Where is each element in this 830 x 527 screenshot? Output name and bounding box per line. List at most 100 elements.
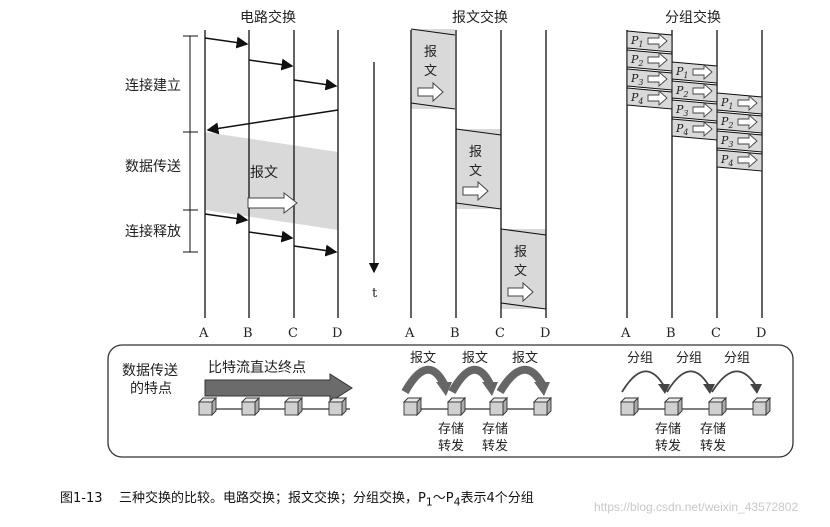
- caption-sub1: 1: [425, 495, 433, 509]
- packet-cell: P3: [671, 99, 718, 122]
- message-block-c-char1: 报: [514, 245, 527, 260]
- bitstream-arrow-icon: [204, 373, 353, 403]
- message-block-c-bottom: [500, 302, 547, 310]
- phase-release-label: 连接释放: [125, 223, 181, 240]
- packet-hop-label-3: 分组: [724, 351, 750, 366]
- packet-forward-label-b: 转发: [655, 438, 681, 454]
- phase-setup-label: 连接建立: [125, 77, 181, 94]
- figure-caption: 图1-13 三种交换的比较。电路交换；报文交换；分组交换，P1～P4表示4个分组: [60, 487, 534, 509]
- node-cube-icon: [663, 396, 684, 417]
- packet-cell: P1: [671, 61, 718, 84]
- node-cube-icon: [488, 396, 509, 417]
- node-cube-icon: [327, 396, 348, 417]
- packet-forward-label-c: 转发: [700, 438, 726, 454]
- caption-sub4: 4: [453, 495, 461, 509]
- packet-store-label-b: 存储: [655, 422, 681, 437]
- message-hop-arc: [496, 365, 546, 395]
- packet-cell: P4: [626, 87, 673, 110]
- circuit-feature-desc: 比特流直达终点: [208, 359, 306, 376]
- message-hop-arc: [448, 365, 494, 394]
- message-block-c-top: [500, 228, 547, 236]
- packet-arrow-icon: [692, 102, 713, 118]
- message-panel: 报 文 报 文 报 文: [410, 28, 547, 318]
- message-hop-label-2: 报文: [462, 351, 488, 366]
- packet-node-label-c: C: [711, 326, 721, 341]
- packet-node-label-b: B: [666, 326, 676, 341]
- packet-arrow-icon: [647, 71, 668, 87]
- packet-cell: P4: [716, 149, 763, 172]
- message-block-b-char2: 文: [469, 164, 482, 179]
- message-arrow-icon-c: [507, 281, 534, 303]
- packet-cell: P3: [716, 130, 763, 153]
- message-block-c-char2: 文: [514, 264, 527, 279]
- node-cube-icon: [197, 396, 218, 417]
- packet-hop-label-2: 分组: [676, 351, 702, 366]
- packet-arrow-icon: [737, 133, 758, 149]
- packet-arrow-icon: [692, 64, 713, 80]
- packet-hop-arc: [711, 370, 757, 393]
- caption-tilde: ～P: [432, 491, 454, 506]
- setup-arrow-cd: [293, 78, 338, 91]
- features-title-line2: 的特点: [130, 381, 172, 397]
- message-block-a-top: [410, 28, 456, 36]
- node-cube-icon: [446, 396, 467, 417]
- node-cube-icon: [240, 396, 261, 417]
- release-arrow-bc: [248, 230, 294, 243]
- message-hop-label-3: 报文: [512, 351, 538, 366]
- message-node-label-a: A: [404, 326, 415, 341]
- message-store-label-c: 存储: [482, 422, 508, 437]
- message-node-label-b: B: [450, 326, 460, 341]
- circuit-node-label-d: D: [332, 326, 342, 341]
- message-block-a-char2: 文: [424, 64, 437, 79]
- packet-hop-arc: [621, 370, 665, 393]
- message-hop-arrowhead: [534, 382, 550, 396]
- packet-hop-arrowhead: [750, 384, 762, 394]
- packet-arrow-icon: [647, 52, 668, 68]
- features-title-line1: 数据传送: [122, 363, 178, 379]
- message-forward-label-c: 转发: [482, 438, 508, 454]
- message-node-label-d: D: [540, 326, 550, 341]
- node-cube-icon: [283, 396, 304, 417]
- message-block-b-bottom: [455, 202, 502, 210]
- message-hop-arrowhead: [436, 382, 452, 396]
- node-cube-icon: [402, 396, 423, 417]
- packet-cell: P1: [626, 30, 673, 53]
- node-cube-icon: [707, 396, 728, 417]
- circuit-switching-title: 电路交换: [240, 9, 296, 26]
- packet-store-label-c: 存储: [700, 422, 726, 437]
- packet-switching-title: 分组交换: [665, 9, 721, 26]
- message-block-b-char1: 报: [469, 145, 482, 160]
- packet-hop-arrowhead: [703, 384, 715, 394]
- message-node-label-c: C: [495, 326, 505, 341]
- circuit-data-region: [205, 132, 338, 230]
- packet-node-label-a: A: [620, 326, 631, 341]
- message-block-b-top: [455, 128, 502, 136]
- phase-transfer-label: 数据传送: [125, 159, 181, 175]
- circuit-node-label-b: B: [243, 326, 253, 341]
- packet-cell: P2: [716, 111, 763, 134]
- packet-hop-arc: [666, 370, 710, 393]
- packet-cell: P1: [716, 92, 763, 115]
- features-box: 数据传送 的特点 比特流直达终点 报文 报文 报文 分组 分组 分组 存储 转发…: [107, 344, 794, 458]
- message-block-a-bottom: [410, 102, 456, 110]
- time-axis-label: t: [372, 286, 378, 301]
- release-arrow-ab: [204, 212, 249, 225]
- setup-ack-arrow: [206, 109, 339, 135]
- packet-hop-label-1: 分组: [627, 351, 653, 366]
- node-cube-icon: [532, 396, 553, 417]
- packet-arrow-icon: [737, 95, 758, 111]
- packet-node-label-d: D: [756, 326, 766, 341]
- packet-arrow-icon: [737, 152, 758, 168]
- message-forward-label-b: 转发: [438, 438, 464, 454]
- node-labels: A B C D A B C D A B C D: [198, 326, 766, 341]
- circuit-node-label-a: A: [198, 326, 209, 341]
- circuit-message-label: 报文: [250, 165, 278, 181]
- figure-number: 图1-13: [60, 491, 103, 506]
- setup-arrow-bc: [248, 58, 294, 71]
- circuit-message-arrow-icon: [247, 191, 298, 215]
- message-arrow-icon-a: [417, 81, 444, 103]
- node-cube-icon: [619, 396, 640, 417]
- circuit-node-label-c: C: [288, 326, 298, 341]
- message-hop-label-1: 报文: [410, 351, 436, 366]
